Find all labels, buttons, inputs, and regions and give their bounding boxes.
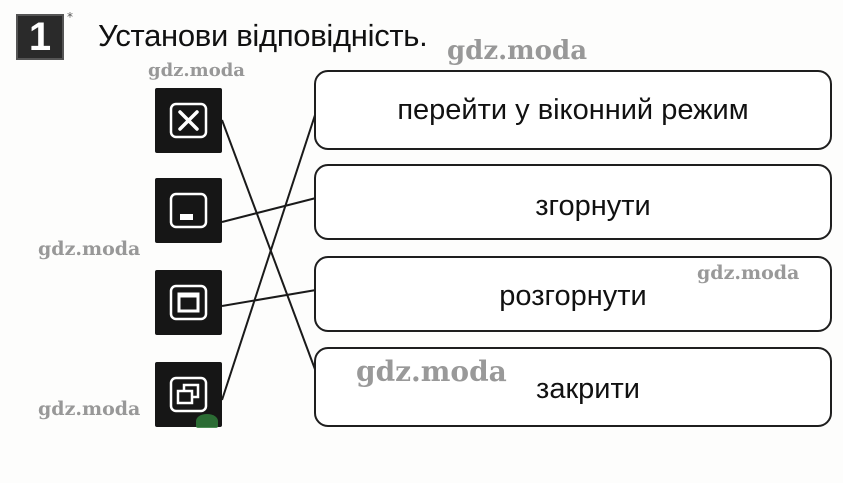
option-box-window-mode[interactable]: перейти у віконний режим [314,70,832,150]
restore-icon [169,376,208,413]
option-label: розгорнути [499,280,647,312]
match-line-minimize-to-zgornuty [221,197,317,223]
close-window-button[interactable] [155,88,222,153]
option-box-minimize[interactable]: згорнути [314,164,832,240]
maximize-icon [169,284,208,321]
option-label: згорнути [535,190,651,222]
minimize-window-button[interactable] [155,178,222,243]
task-star-mark: * [67,10,73,24]
restore-window-button[interactable] [155,362,222,427]
minimize-icon [169,192,208,229]
task-number-badge: 1 [16,14,64,60]
option-label: закрити [536,373,640,405]
green-ink-mark [196,414,218,428]
match-line-close-to-zakryty [221,119,317,373]
option-box-close[interactable]: закрити [314,347,832,427]
option-label: перейти у віконний режим [397,94,749,126]
watermark-text: gdz.moda [148,60,245,81]
watermark-text: gdz.moda [356,355,507,388]
close-icon [169,102,208,139]
task-title: Установи відповідність. [98,18,428,53]
watermark-text: gdz.moda [447,36,588,66]
match-line-restore-to-vikonnyi [221,111,317,401]
watermark-text: gdz.moda [38,238,141,260]
option-box-maximize[interactable]: розгорнути [314,256,832,332]
watermark-text: gdz.moda [38,398,141,420]
maximize-window-button[interactable] [155,270,222,335]
match-line-maximize-to-rozgornuty [221,289,317,307]
watermark-text: gdz.moda [697,262,800,284]
